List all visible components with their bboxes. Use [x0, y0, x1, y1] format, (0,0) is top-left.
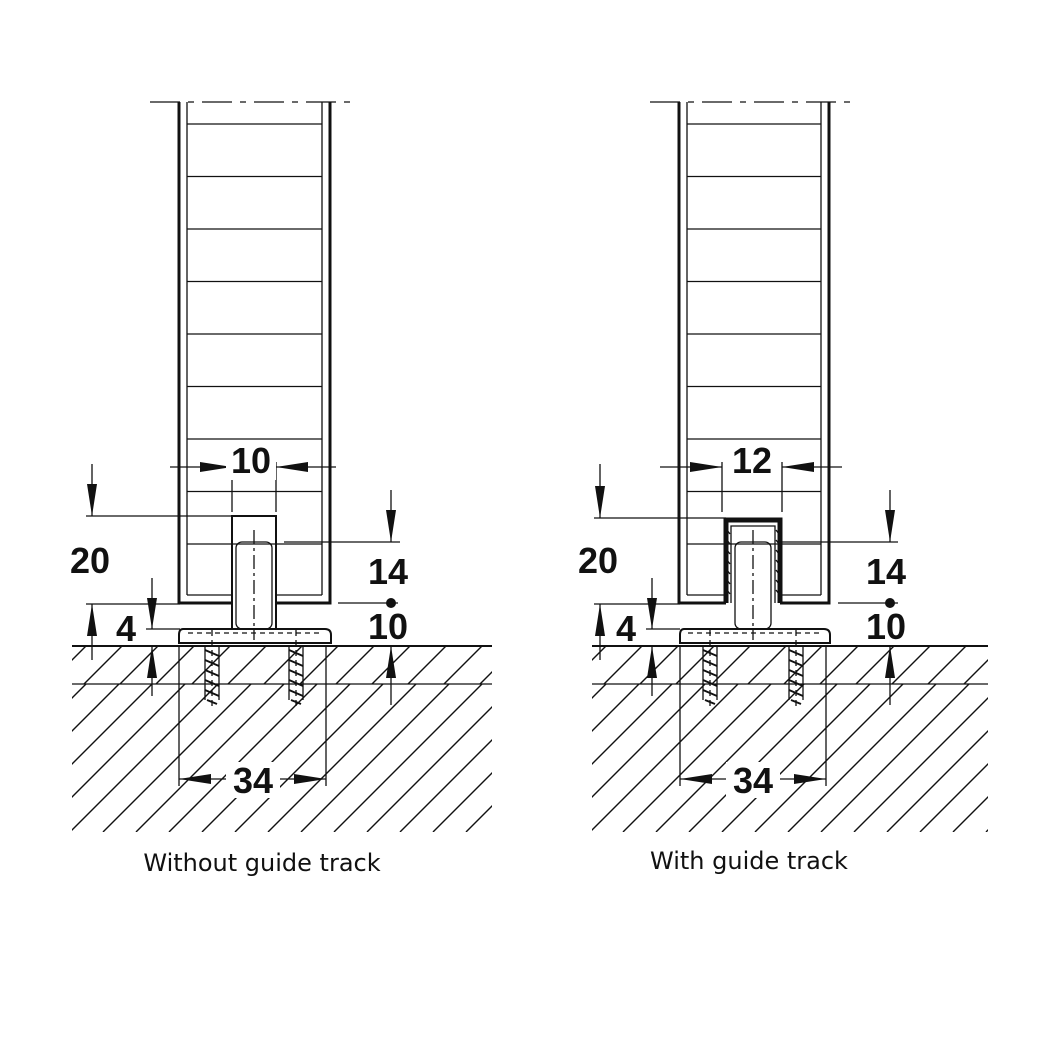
- floor-hatch-line: [201, 683, 351, 832]
- floor-guide: [178, 515, 332, 644]
- floor-hatch-line: [721, 683, 871, 832]
- screw-left: [702, 630, 718, 710]
- floor-hatch-line: [592, 683, 673, 765]
- floor-hatch-line: [0, 684, 20, 832]
- dim-base-label: 34: [233, 760, 273, 801]
- floor-hatch-line: [592, 683, 607, 699]
- floor-hatch-line: [820, 683, 970, 832]
- floor-hatch-line: [102, 683, 252, 832]
- floor-guide: [679, 530, 831, 644]
- floor-hatch-line: [598, 684, 746, 832]
- screed-hatch-line: [927, 646, 967, 685]
- floor-hatch-line: [392, 684, 540, 832]
- screed-hatch-line: [891, 646, 931, 685]
- guide-track-channel: [723, 517, 783, 603]
- floor-hatch-line: [399, 739, 492, 832]
- floor-hatch-line: [919, 763, 988, 832]
- floor-hatch-line: [631, 684, 779, 832]
- dimension-lines: [594, 462, 898, 786]
- floor-hatch-line: [592, 683, 640, 732]
- floor-hatch-line: [754, 683, 904, 832]
- screed-hatch-line: [532, 646, 570, 684]
- floor-hatch-line: [267, 683, 417, 832]
- screed-hatch-line: [1036, 646, 1060, 684]
- door-panel: [150, 101, 356, 605]
- floor-hatch-line: [300, 683, 450, 832]
- screw-right: [788, 630, 804, 710]
- floor-hatch-line: [952, 796, 988, 832]
- floor-hatch-line: [333, 683, 483, 832]
- dim-rise-label: 10: [866, 606, 906, 647]
- dim-height-label: 20: [70, 540, 110, 581]
- floor-hatch-line: [664, 684, 812, 832]
- screw-right: [288, 630, 304, 710]
- screed-hatch-line: [155, 646, 195, 685]
- panel-with-guide-track: 12 20 4 14 10 34 With guide track: [392, 101, 1060, 875]
- screed-hatch-line: [443, 646, 483, 685]
- floor-hatch-line: [886, 730, 988, 832]
- floor-hatch-line: [72, 683, 219, 831]
- screed-hatch-line: [299, 646, 339, 685]
- dim-height-label: 20: [578, 540, 618, 581]
- floor-section: [0, 646, 812, 832]
- floor-hatch-line: [366, 706, 492, 832]
- floor-hatch-line: [565, 684, 713, 832]
- floor-hatch-line: [425, 684, 573, 832]
- screed-hatch-line: [83, 646, 123, 685]
- dim-gap-label: 10: [231, 440, 271, 481]
- panel-caption: Without guide track: [143, 849, 380, 877]
- screed-hatch-line: [72, 646, 87, 661]
- screed-hatch-line: [855, 646, 895, 685]
- floor-hatch-line: [655, 683, 805, 832]
- floor-hatch-line: [234, 683, 384, 832]
- floor-hatch-line: [688, 683, 838, 832]
- screed-hatch-line: [711, 646, 751, 685]
- floor-hatch-line: [985, 829, 988, 832]
- floor-hatch-line: [592, 683, 706, 798]
- floor-hatch-line: [432, 772, 492, 832]
- floor-hatch-line: [465, 805, 492, 832]
- screed-hatch-line: [227, 646, 267, 685]
- screed-hatch-line: [12, 646, 50, 684]
- floor-hatch-line: [787, 683, 937, 832]
- floor-hatch-line: [1019, 684, 1060, 832]
- screed-hatch-line: [407, 646, 447, 685]
- floor-hatch-line: [72, 683, 153, 765]
- screed-hatch-line: [516, 646, 554, 684]
- screed-hatch-line: [335, 646, 375, 685]
- dim-base-label: 34: [733, 760, 773, 801]
- dim-offset-label: 4: [116, 608, 136, 649]
- screed-hatch-line: [1000, 646, 1038, 684]
- floor-hatch-line: [72, 683, 87, 699]
- screed-hatch-line: [603, 646, 643, 685]
- floor-section: [392, 646, 1060, 832]
- screw-left: [204, 630, 220, 710]
- dim-offset-label: 4: [616, 608, 636, 649]
- floor-hatch-line: [168, 683, 318, 832]
- floor-hatch-line: [622, 683, 772, 832]
- panel-without-guide-track: 10 20 4 14 10 34 Without guide track: [0, 101, 812, 877]
- screed-hatch-line: [479, 671, 492, 685]
- floor-hatch-line: [135, 683, 285, 832]
- dim-gap-label: 12: [732, 440, 772, 481]
- screed-hatch-line: [639, 646, 679, 685]
- dimension-lines: [86, 462, 400, 786]
- screed-hatch-line: [963, 659, 988, 685]
- floor-hatch-line: [0, 684, 53, 832]
- floor-hatch-line: [532, 684, 680, 832]
- floor-hatch-line: [592, 683, 739, 831]
- floor-hatch-line: [72, 683, 120, 732]
- floor-hatch-line: [499, 684, 647, 832]
- floor-hatch-line: [72, 683, 186, 798]
- panel-caption: With guide track: [650, 847, 848, 875]
- screed-hatch-line: [747, 646, 787, 685]
- floor-hatch-line: [853, 697, 988, 832]
- door-panel: [650, 101, 856, 605]
- floor-hatch-line: [1052, 684, 1060, 832]
- dim-rise-label: 10: [368, 606, 408, 647]
- screed-hatch-line: [191, 646, 231, 685]
- dim-drop-label: 14: [368, 551, 408, 592]
- dim-drop-label: 14: [866, 551, 906, 592]
